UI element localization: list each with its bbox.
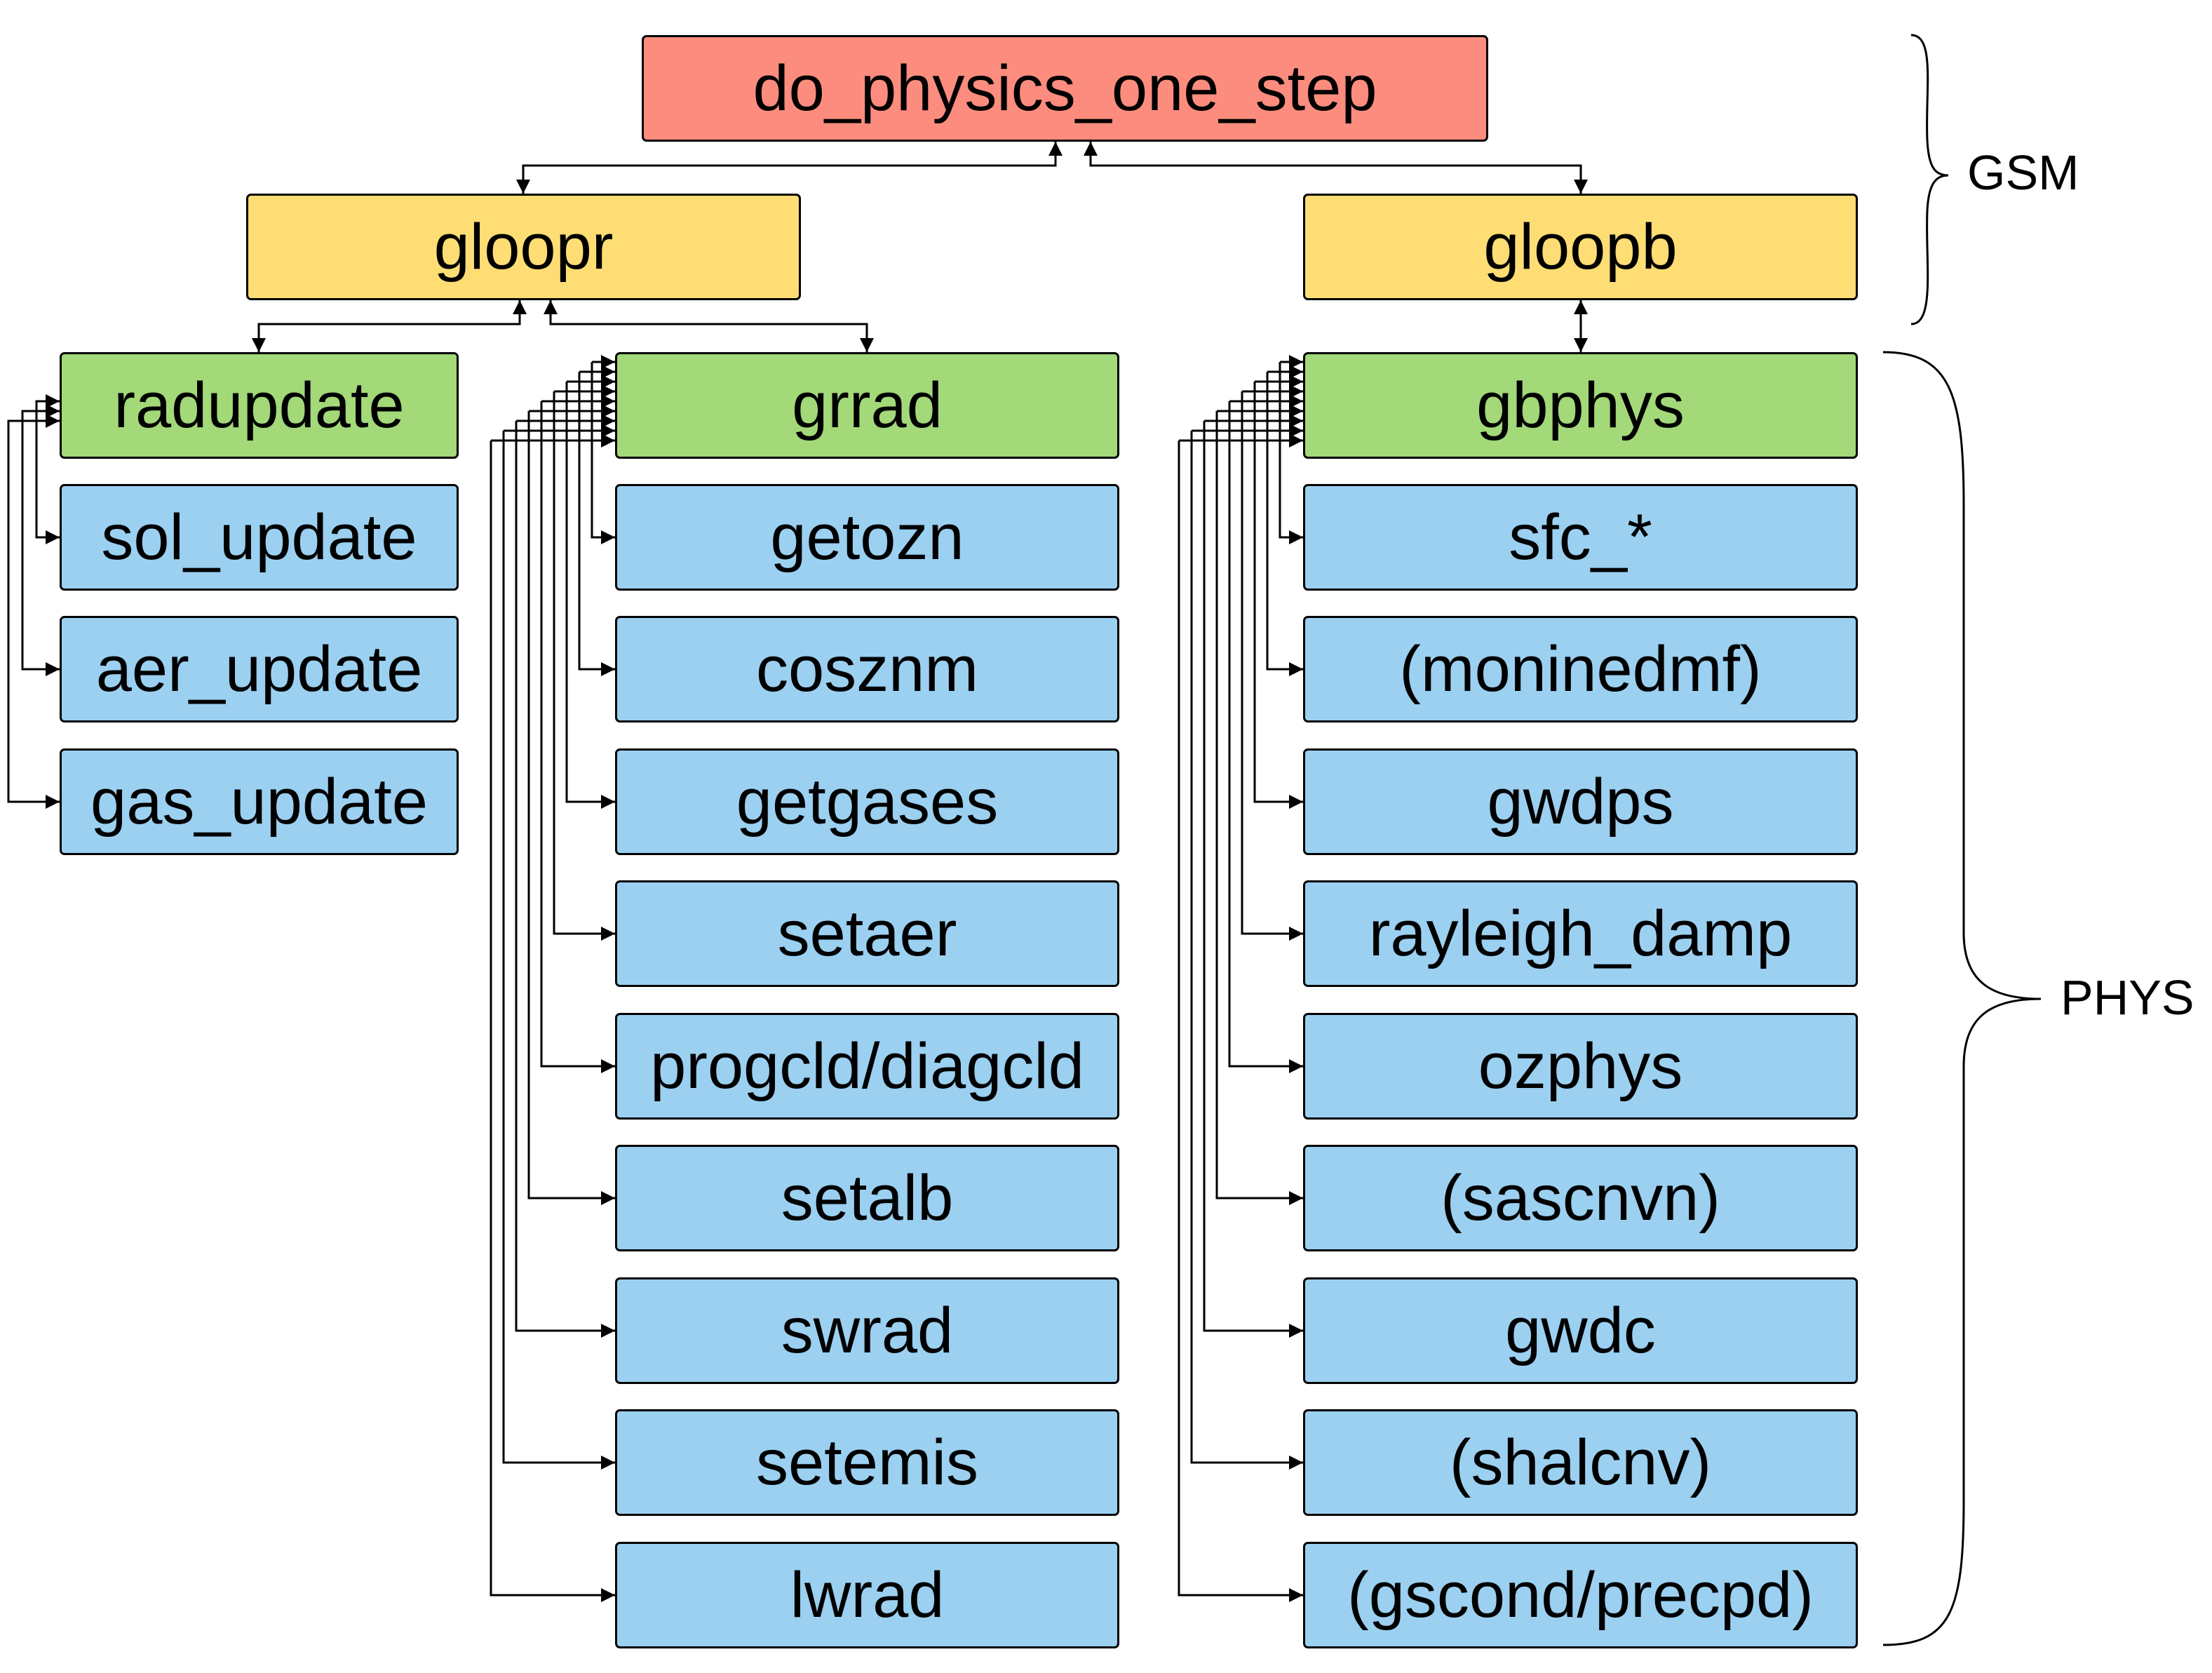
node-moninedmf: (moninedmf) bbox=[1303, 616, 1858, 723]
link-rad-0-up bbox=[35, 394, 60, 537]
node-aer-update: aer_update bbox=[60, 616, 459, 723]
node-grrad: grrad bbox=[615, 352, 1119, 459]
node-gbphys: gbphys bbox=[1303, 352, 1858, 459]
group-label-phys: PHYS bbox=[2061, 970, 2194, 1025]
link-gbphys-7-down bbox=[1190, 431, 1303, 1470]
link-rad-1-up bbox=[21, 404, 60, 669]
link-dpos-gloopr-a bbox=[516, 142, 1057, 194]
link-grrad-7-down bbox=[502, 431, 615, 1470]
node-gloopr: gloopr bbox=[246, 194, 801, 300]
link-rad-2-up bbox=[7, 414, 60, 802]
node-setemis: setemis bbox=[615, 1409, 1119, 1516]
link-gloopr-grrad-a bbox=[549, 300, 874, 352]
link-gloopr-grrad-b bbox=[544, 300, 868, 352]
link-dpos-gloopb-b bbox=[1084, 142, 1582, 194]
node-cosznm: cosznm bbox=[615, 616, 1119, 723]
link-grrad-6-down bbox=[515, 421, 615, 1338]
link-gbphys-3-down bbox=[1241, 391, 1303, 941]
node-do-physics-one-step: do_physics_one_step bbox=[642, 35, 1488, 142]
node-gloopb: gloopb bbox=[1303, 194, 1858, 300]
link-gbphys-0-down bbox=[1279, 362, 1303, 544]
link-dpos-gloopr-b bbox=[522, 142, 1063, 194]
link-grrad-0-down bbox=[591, 362, 615, 544]
node-getgases: getgases bbox=[615, 748, 1119, 855]
node-shalcnv: (shalcnv) bbox=[1303, 1409, 1858, 1516]
link-grrad-4-down bbox=[540, 401, 615, 1073]
link-gbphys-2-down bbox=[1253, 382, 1303, 809]
node-progcld-diagcld: progcld/diagcld bbox=[615, 1013, 1119, 1120]
node-lwrad: lwrad bbox=[615, 1542, 1119, 1648]
link-grrad-1-down bbox=[578, 372, 615, 676]
node-swrad: swrad bbox=[615, 1277, 1119, 1384]
link-grrad-3-down bbox=[553, 391, 615, 941]
link-gloopr-radupdate-b bbox=[257, 300, 527, 352]
gsm-brace bbox=[1910, 34, 1949, 325]
link-grrad-8-down bbox=[490, 441, 615, 1602]
link-gbphys-5-down bbox=[1215, 411, 1303, 1205]
node-getozn: getozn bbox=[615, 484, 1119, 591]
link-gbphys-8-down bbox=[1178, 441, 1303, 1602]
group-label-gsm: GSM bbox=[1967, 145, 2079, 200]
phys-brace bbox=[1882, 351, 2042, 1646]
node-setalb: setalb bbox=[615, 1145, 1119, 1251]
link-gbphys-1-down bbox=[1266, 372, 1303, 676]
node-rayleigh-damp: rayleigh_damp bbox=[1303, 880, 1858, 987]
node-gas-update: gas_update bbox=[60, 748, 459, 855]
link-dpos-gloopb-a bbox=[1089, 142, 1588, 194]
node-gscond-precpd: (gscond/precpd) bbox=[1303, 1542, 1858, 1648]
node-gwdps: gwdps bbox=[1303, 748, 1858, 855]
link-rad-1-down bbox=[21, 410, 60, 676]
node-sfc: sfc_* bbox=[1303, 484, 1858, 591]
node-setaer: setaer bbox=[615, 880, 1119, 987]
node-gwdc: gwdc bbox=[1303, 1277, 1858, 1384]
node-radupdate: radupdate bbox=[60, 352, 459, 459]
node-ozphys: ozphys bbox=[1303, 1013, 1858, 1120]
link-rad-2-down bbox=[7, 419, 60, 809]
link-gloopr-radupdate-a bbox=[252, 300, 521, 352]
link-grrad-2-down bbox=[565, 382, 615, 809]
node-sascnvn: (sascnvn) bbox=[1303, 1145, 1858, 1251]
link-gbphys-6-down bbox=[1203, 421, 1303, 1338]
link-gbphys-4-down bbox=[1228, 401, 1303, 1073]
node-sol-update: sol_update bbox=[60, 484, 459, 591]
link-grrad-5-down bbox=[527, 411, 615, 1205]
